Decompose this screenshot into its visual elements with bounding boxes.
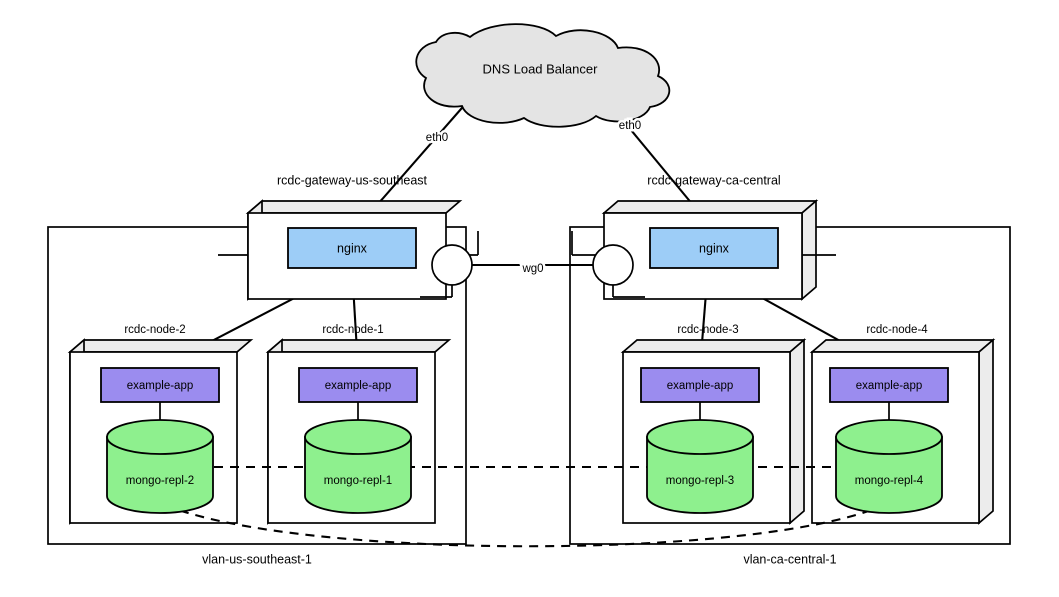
- db-label-node-2: mongo-repl-2: [126, 475, 194, 487]
- service-nginx-us-label: nginx: [337, 241, 368, 255]
- node-3-label: rcdc-node-3: [677, 324, 738, 336]
- service-nginx-ca[interactable]: [649, 227, 779, 269]
- database-mongo-repl-3[interactable]: mongo-repl-3: [646, 419, 754, 514]
- node-3-top-face: [620, 339, 807, 353]
- db-label-node-3: mongo-repl-3: [666, 475, 734, 487]
- db-node-3-body: [646, 436, 754, 514]
- node-1-label: rcdc-node-1: [322, 324, 383, 336]
- dns-load-balancer-cloud[interactable]: DNS Load Balancer: [415, 23, 671, 128]
- db-node-1-top: [304, 419, 412, 455]
- database-mongo-repl-1[interactable]: mongo-repl-1: [304, 419, 412, 514]
- app-label-node-1: example-app: [325, 380, 391, 392]
- cloud-shape: [415, 23, 671, 128]
- db-node-4-top: [835, 419, 943, 455]
- node-4-label: rcdc-node-4: [866, 324, 928, 336]
- db-label-node-1: mongo-repl-1: [324, 475, 392, 487]
- gateway-us-top-face: [245, 200, 463, 214]
- gateway-us-southeast[interactable]: nginx rcdc-gateway-us-southeast: [218, 173, 479, 301]
- db-node-2-top: [106, 419, 214, 455]
- gateway-ca-central[interactable]: nginx rcdc-gateway-ca-central: [571, 173, 836, 301]
- cloud-label: DNS Load Balancer: [483, 61, 599, 76]
- app-label-node-2: example-app: [127, 380, 193, 392]
- eth0-label-us: eth0: [426, 132, 448, 144]
- node-3-right-face: [789, 338, 805, 525]
- vlan-label-ca-central: vlan-ca-central-1: [743, 552, 836, 566]
- node-2-label: rcdc-node-2: [124, 324, 185, 336]
- db-node-1-body: [304, 436, 412, 514]
- gateway-ca-label: rcdc-gateway-ca-central: [647, 173, 780, 187]
- app-example-app-node-3[interactable]: [640, 367, 760, 403]
- gateway-ca-top-face: [601, 200, 819, 214]
- node-2-top-face: [67, 339, 254, 353]
- app-label-node-3: example-app: [667, 380, 733, 392]
- database-mongo-repl-2[interactable]: mongo-repl-2: [106, 419, 214, 514]
- node-4-right-face: [978, 338, 994, 525]
- app-example-app-node-4[interactable]: [829, 367, 949, 403]
- wg0-label: wg0: [521, 263, 543, 275]
- node-4-top-face: [809, 339, 996, 353]
- database-mongo-repl-4[interactable]: mongo-repl-4: [835, 419, 943, 514]
- eth0-label-ca: eth0: [619, 120, 641, 132]
- app-example-app-node-1[interactable]: [298, 367, 418, 403]
- vlan-label-us-southeast: vlan-us-southeast-1: [202, 552, 312, 566]
- node-1-top-face: [265, 339, 452, 353]
- db-node-3-top: [646, 419, 754, 455]
- db-label-node-4: mongo-repl-4: [855, 475, 924, 487]
- gateway-ca-right-face: [801, 199, 817, 301]
- service-nginx-ca-label: nginx: [699, 241, 730, 255]
- app-example-app-node-2[interactable]: [100, 367, 220, 403]
- db-node-4-body: [835, 436, 943, 514]
- gateway-us-label: rcdc-gateway-us-southeast: [277, 173, 428, 187]
- db-node-2-body: [106, 436, 214, 514]
- app-label-node-4: example-app: [856, 380, 922, 392]
- service-nginx-us[interactable]: [287, 227, 417, 269]
- gateway-us-wg-interface-icon: [431, 244, 473, 286]
- gateway-ca-wg-interface-icon: [592, 244, 634, 286]
